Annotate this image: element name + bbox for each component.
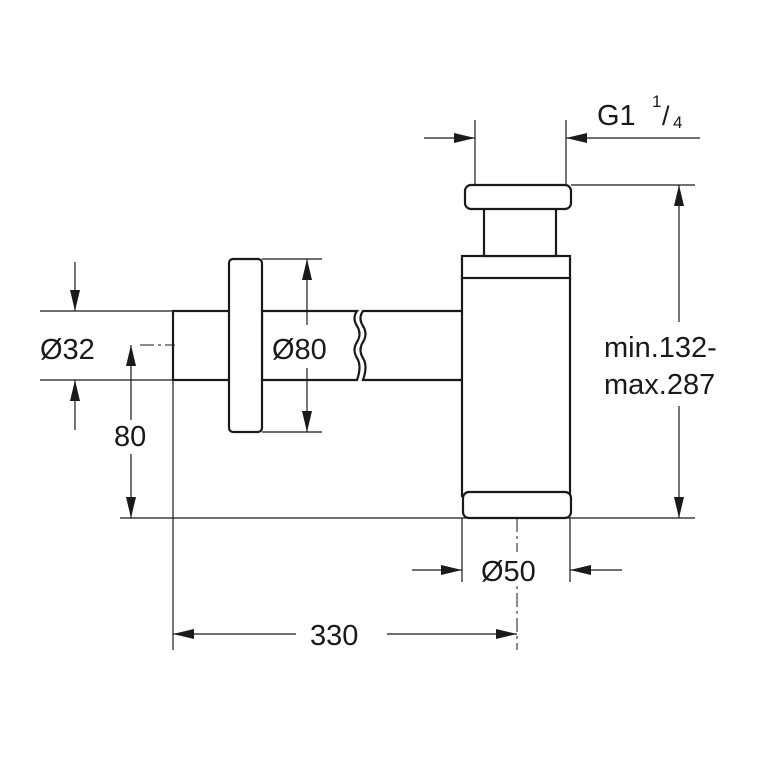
dimension-body-diameter: Ø50 — [412, 552, 622, 588]
body-diameter-label: Ø50 — [481, 556, 536, 588]
horizontal-length-label: 330 — [310, 620, 358, 652]
height-range-max-label: max.287 — [604, 369, 715, 401]
outlet-pipe — [171, 309, 361, 382]
dimension-outlet-height: 80 — [112, 345, 152, 518]
wall-rosette — [227, 257, 264, 434]
height-range-min-label: min.132- — [604, 332, 717, 364]
rosette-diameter-label: Ø80 — [272, 334, 327, 366]
thread-size-label: G1 — [597, 100, 636, 132]
outlet-height-label: 80 — [114, 421, 146, 453]
dimension-rosette-diameter: Ø80 — [272, 259, 327, 432]
trap-body — [460, 183, 573, 520]
dimension-thread: G1 1 / 4 — [424, 92, 700, 143]
outlet-diameter-label: Ø32 — [40, 334, 95, 366]
dimension-height-range: min.132- max.287 — [604, 185, 717, 518]
dimension-outlet-diameter: Ø32 — [40, 262, 95, 430]
extension-lines — [40, 120, 695, 650]
thread-fraction-slash: / — [662, 101, 670, 131]
thread-fraction-denominator: 4 — [673, 113, 682, 132]
dimension-horizontal-length: 330 — [173, 620, 517, 652]
centerlines — [140, 344, 518, 650]
thread-fraction-numerator: 1 — [652, 92, 661, 111]
